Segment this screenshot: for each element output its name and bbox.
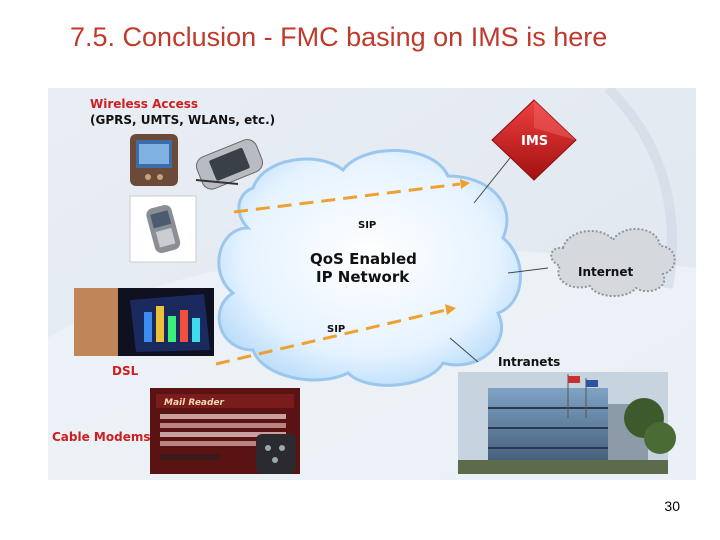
sip-label-bottom: SIP xyxy=(327,324,345,335)
handheld-phone-icon xyxy=(129,195,197,263)
wireless-access-subtitle: (GPRS, UMTS, WLANs, etc.) xyxy=(90,113,275,127)
cloud-label-line1: QoS Enabled xyxy=(310,250,417,268)
sip-line-top-arrowhead xyxy=(460,179,470,189)
intranets-label: Intranets xyxy=(498,355,560,369)
qos-ip-network-cloud xyxy=(217,149,522,387)
internet-cloud xyxy=(550,227,676,297)
cable-modems-label: Cable Modems xyxy=(52,430,150,444)
dsl-label: DSL xyxy=(112,364,139,378)
dsl-computer-photo xyxy=(74,288,214,356)
sip-line-bottom-arrowhead xyxy=(445,304,456,315)
sip-line-top xyxy=(233,182,461,214)
smartphone-icon xyxy=(195,139,264,190)
fmc-network-diagram: Wireless Access (GPRS, UMTS, WLANs, etc.… xyxy=(48,88,696,480)
page-number: 30 xyxy=(664,498,680,514)
cloud-to-intranets-line xyxy=(449,337,479,363)
pda-device-icon xyxy=(130,134,178,186)
cloud-label-line2: IP Network xyxy=(316,268,410,286)
intranets-building-photo xyxy=(458,372,676,474)
cloud-to-internet-line xyxy=(507,267,549,274)
wireless-access-title: Wireless Access xyxy=(90,97,198,111)
slide-title: 7.5. Conclusion - FMC basing on IMS is h… xyxy=(70,22,608,52)
sip-label-top: SIP xyxy=(358,220,376,231)
sip-line-bottom xyxy=(215,308,447,366)
ims-node xyxy=(491,99,577,181)
mail-reader-screen: Mail Reader xyxy=(150,388,300,474)
internet-label: Internet xyxy=(578,265,633,279)
mail-reader-title: Mail Reader xyxy=(164,398,225,408)
ims-label: IMS xyxy=(521,134,548,149)
